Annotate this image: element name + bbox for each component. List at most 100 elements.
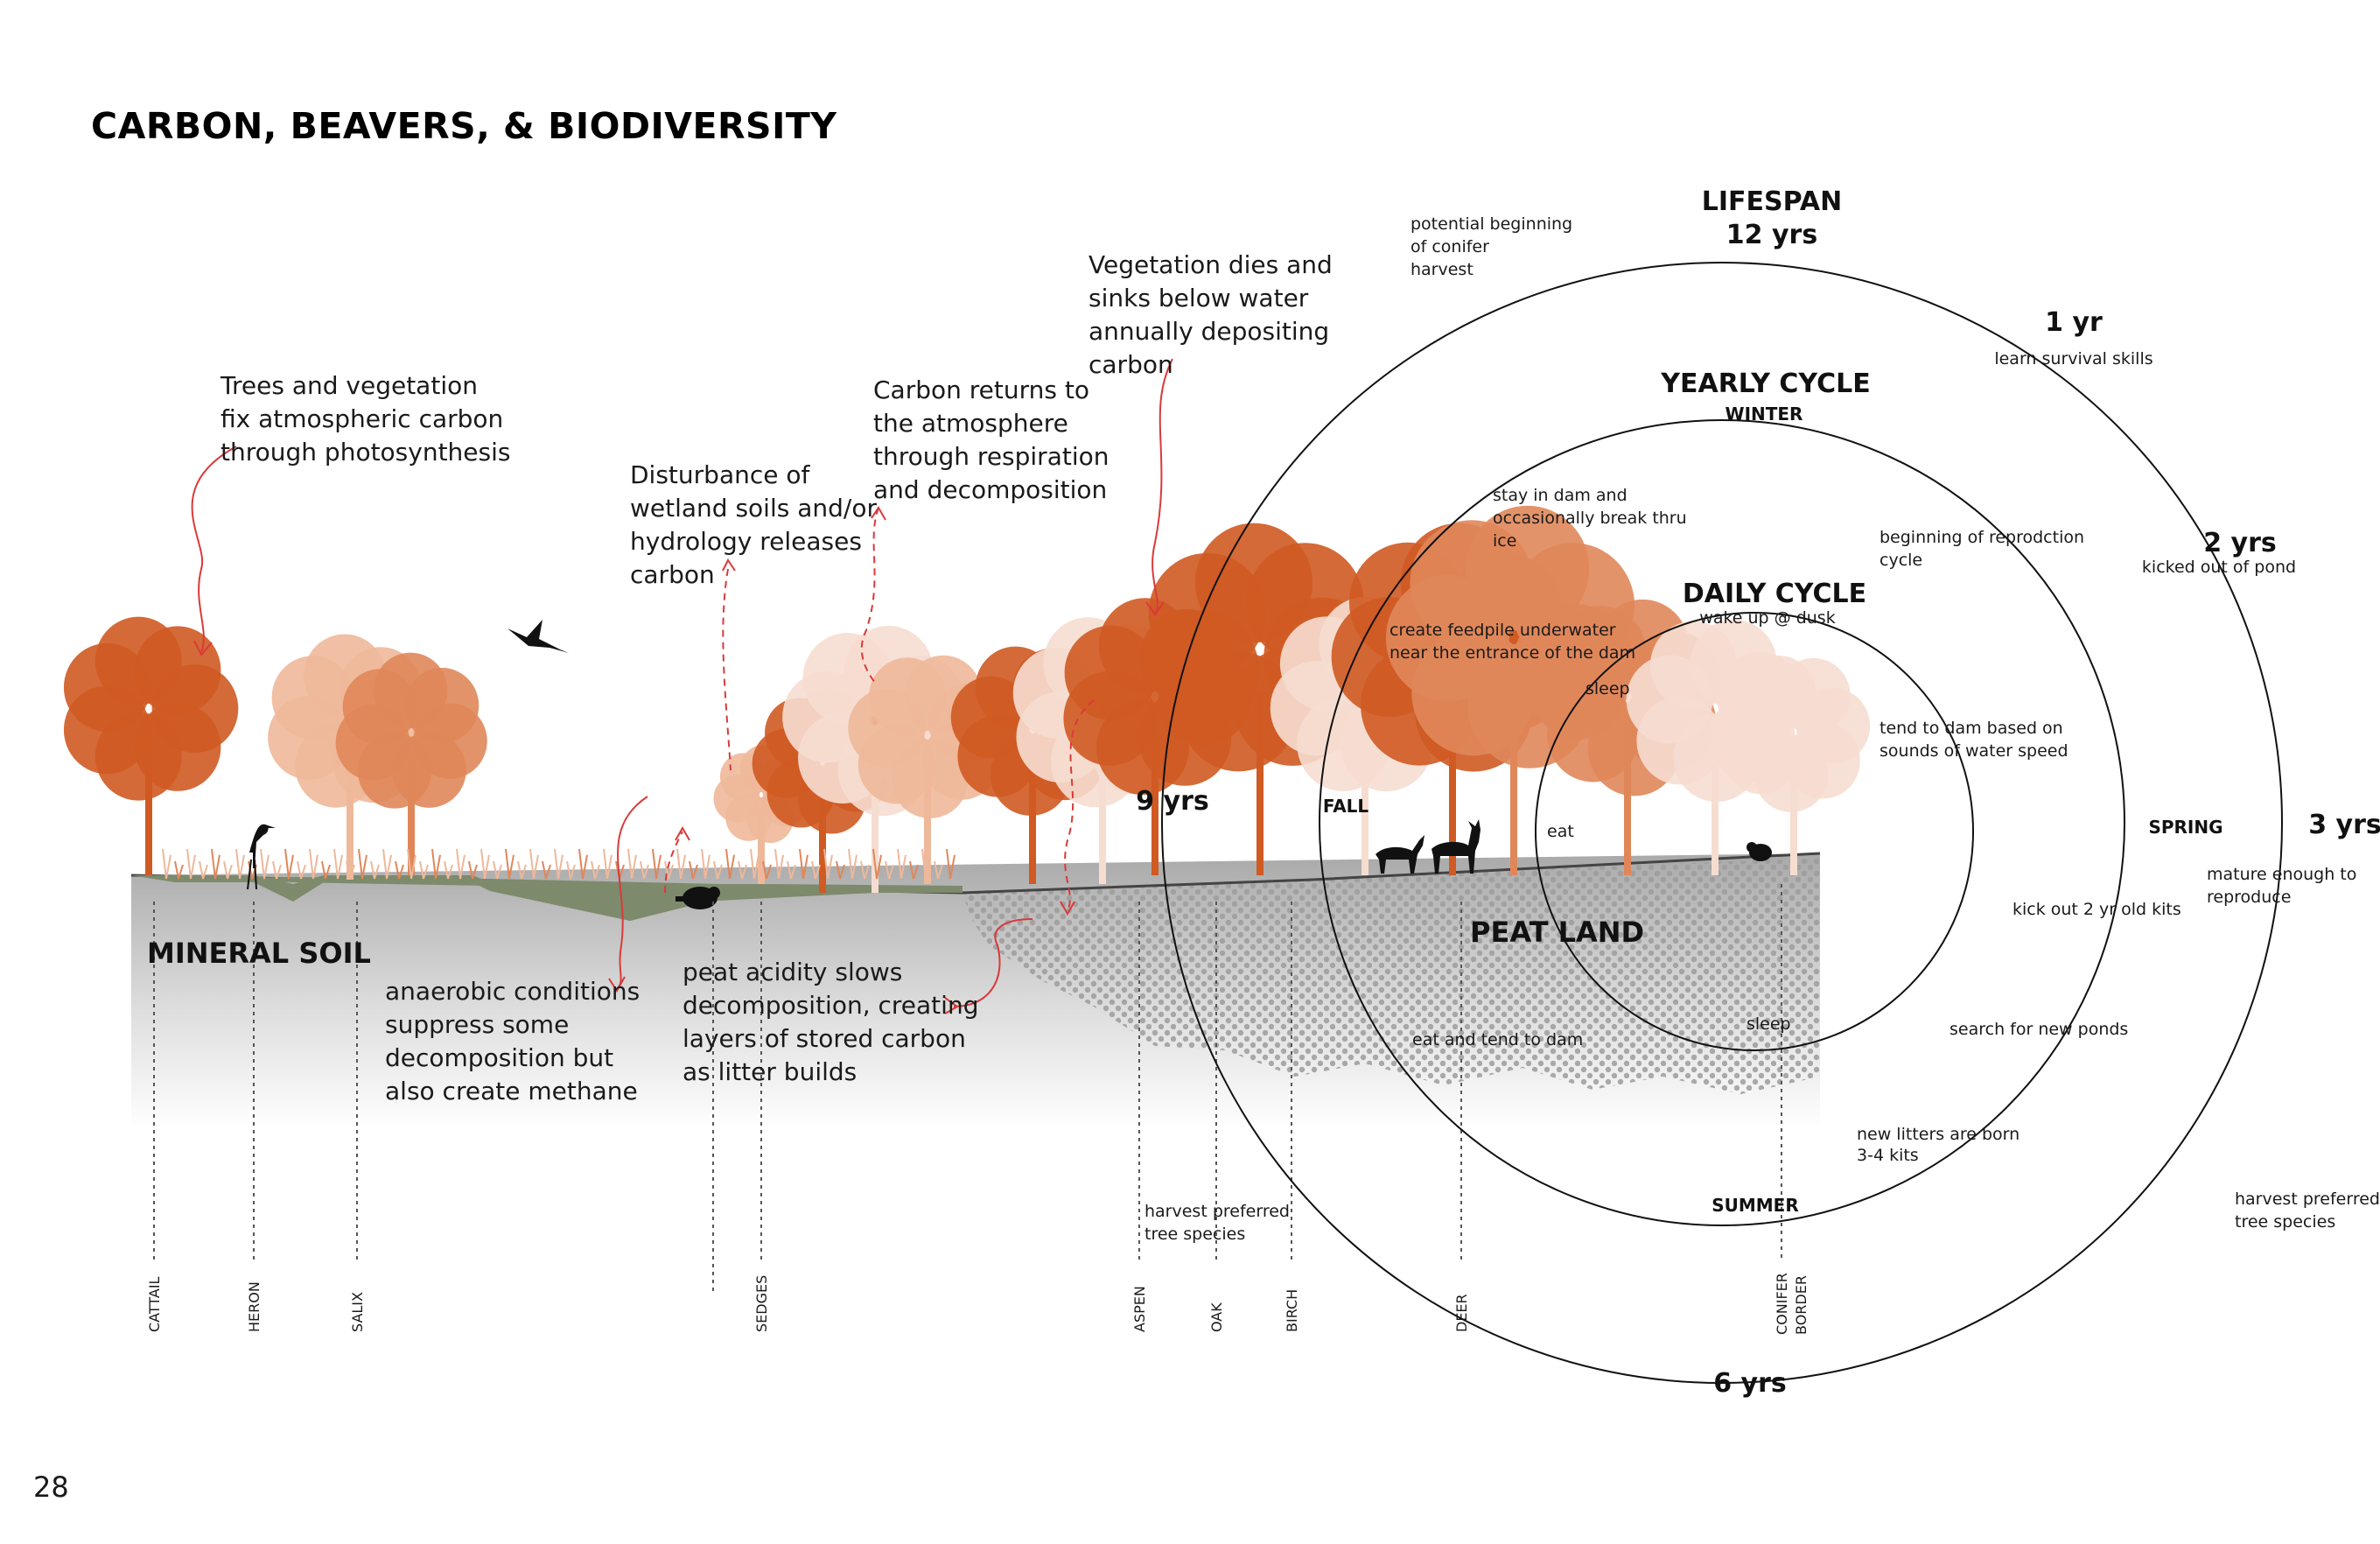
text-line: through respiration [873,442,1110,471]
text-line: decomposition, creating [682,991,978,1020]
text-line: and decomposition [873,475,1107,504]
text-line: through photosynthesis [220,438,511,467]
grass-tuft [162,848,172,880]
species-label-conifer-border: BORDER [1793,1275,1810,1335]
text-line: carbon [1088,350,1173,379]
lifespan-3yrs: 3 yrs [2308,810,2380,840]
grass-tuft [321,860,331,880]
text-line: annually depositing [1088,317,1329,346]
text-line: also create methane [385,1077,638,1105]
deer-icon [1432,819,1480,874]
text-line: Disturbance of [630,460,810,489]
grass-tuft [272,860,282,880]
peat-layer [962,858,1820,1094]
grass-tuft [174,860,184,880]
grass-tuft [885,860,894,880]
text-line: fix atmospheric carbon [220,404,503,433]
grass-tuft [444,860,453,880]
grass-tuft [872,848,882,880]
grass-tuft [517,860,527,880]
daily-sleep-top: sleep [1586,679,1630,698]
grass-tuft [370,860,380,880]
text-line: occasionally break thru [1493,509,1687,528]
grass-tuft [640,860,649,880]
grass-tuft [468,860,478,880]
text-line: decomposition but [385,1043,613,1072]
species-label-cattail: CATTAIL [146,1276,163,1332]
annotation-vegetation-dies: Vegetation dies and sinks below water annu… [1088,250,1333,379]
grass-tuft [823,848,833,880]
grass-tuft [603,848,612,880]
deer-icon [1376,835,1424,874]
grass-tuft [578,848,588,880]
lifespan-title: LIFESPAN [1702,186,1842,217]
heron-icon [247,824,276,890]
text-line: hydrology releases [630,527,862,556]
lifespan-6yrs: 6 yrs [1713,1368,1787,1399]
grass-tuft [921,848,931,880]
text-line: Carbon returns to [873,375,1089,404]
species-label-sedges: SEDGES [753,1275,770,1332]
species-label-salix: SALIX [349,1292,366,1332]
grass-tuft [554,848,564,880]
grass-tuft [284,848,294,880]
daily-wake: wake up @ dusk [1699,608,1835,628]
page-number: 28 [33,1470,69,1504]
text-line: sounds of water speed [1880,741,2068,761]
lifespan-harvest-note: harvest preferred tree species [2235,1190,2380,1232]
text-line: tree species [2235,1212,2335,1232]
grass-tuft [260,848,270,880]
grass-tuft [456,848,466,880]
species-label-oak: OAK [1208,1302,1225,1332]
yearly-eat-tend: eat and tend to dam [1412,1030,1583,1049]
text-line: cycle [1880,551,1922,570]
yearly-search-ponds: search for new ponds [1950,1020,2128,1039]
text-line: beginning of reprodction [1880,528,2084,547]
grass-tuft [627,848,637,880]
grass-tuft [860,860,870,880]
grass-tuft [848,848,858,880]
text-line: Vegetation dies and [1088,250,1333,279]
lifespan-ring [1161,262,2283,1384]
grass-tuft [223,860,233,880]
species-label-deer: DEER [1453,1294,1470,1332]
text-line: suppress some [385,1010,569,1039]
lifespan-12yrs: 12 yrs [1726,220,1817,250]
grass-tuft [909,860,919,880]
text-line: sinks below water [1088,284,1309,312]
grass-tuft [591,860,600,880]
grass-tuft [407,848,416,880]
mineral-soil-label: MINERAL SOIL [147,937,371,970]
tree-icon [335,652,487,875]
grass-tuft [358,848,368,880]
daily-eat: eat [1547,822,1574,841]
text-line: 3-4 kits [1857,1146,1919,1165]
grass-tuft [211,848,220,880]
grass-tuft [738,860,747,880]
text-line: as litter builds [682,1057,857,1086]
grass-tuft [542,860,551,880]
beaver-icon [676,887,720,909]
grass-tuft [566,860,576,880]
text-line: carbon [630,560,715,589]
grass-tuft [419,860,429,880]
season-winter: WINTER [1726,404,1803,425]
grass-tuft [946,848,956,880]
grass-tuft [762,860,772,880]
text-line: mature enough to [2207,865,2356,884]
grass-tuft [897,848,906,880]
grass-tuft [836,860,845,880]
text-line: tend to dam based on [1880,719,2063,738]
text-line: near the entrance of the dam [1390,643,1635,663]
grass-tuft [787,860,796,880]
text-line: ice [1493,531,1516,551]
text-line: harvest preferred [2235,1190,2380,1209]
